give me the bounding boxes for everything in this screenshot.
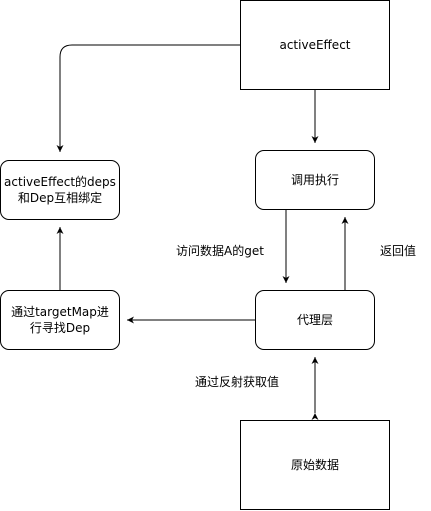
node-proxy-layer: 代理层 [255,290,375,350]
node-active-effect-label: activeEffect [279,38,351,52]
node-find-dep: 通过targetMap进 行寻找Dep [0,290,120,350]
node-invoke: 调用执行 [255,150,375,210]
node-raw-data: 原始数据 [240,420,390,510]
edge-active-effect-to-bind-deps [56,44,240,152]
node-active-effect: activeEffect [240,0,390,90]
node-find-dep-label: 通过targetMap进 行寻找Dep [11,305,109,335]
node-proxy-layer-label: 代理层 [296,313,333,327]
node-raw-data-label: 原始数据 [290,458,339,472]
node-bind-deps-label: activeEffect的deps 和Dep互相绑定 [4,175,116,205]
edge-label-reflect-get: 通过反射获取值 [195,374,280,390]
edge-label-return-value: 返回值 [380,243,417,259]
edge-label-access-get: 访问数据A的get [176,243,264,259]
node-invoke-label: 调用执行 [290,173,339,187]
node-bind-deps: activeEffect的deps 和Dep互相绑定 [0,160,120,220]
